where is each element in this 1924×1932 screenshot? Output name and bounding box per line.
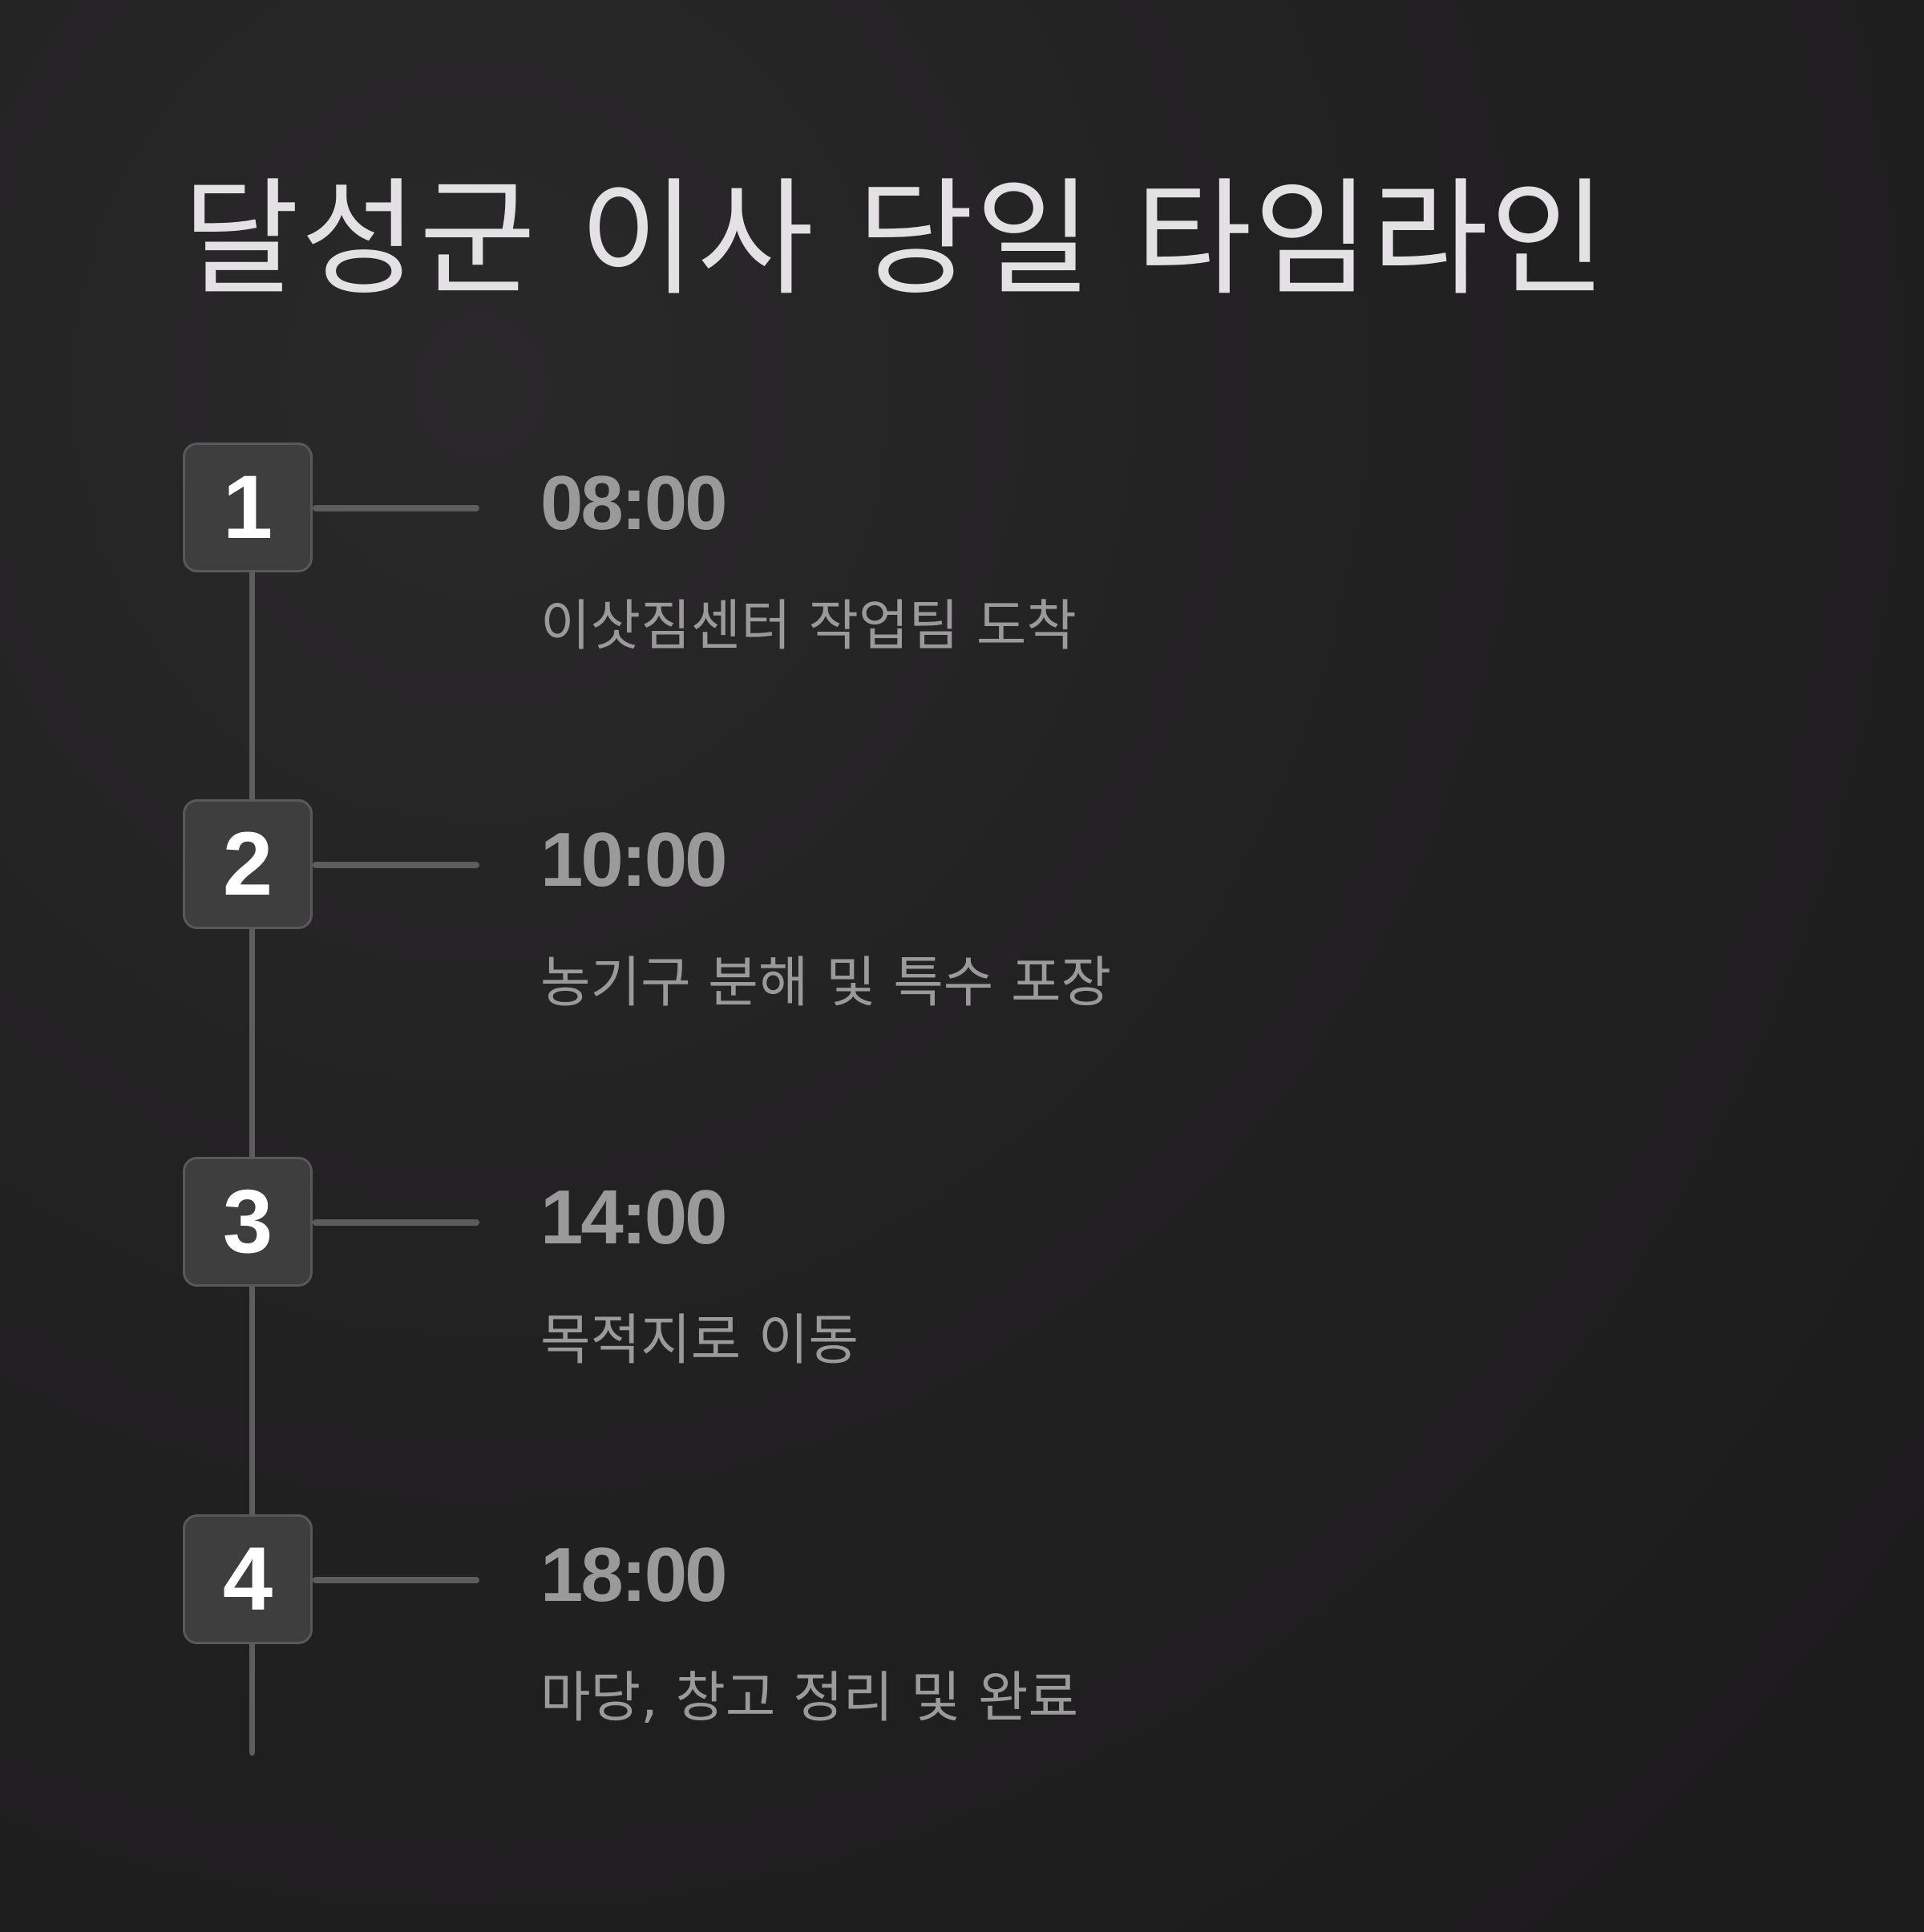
step-number-badge: 2 xyxy=(183,799,313,929)
step-connector-line xyxy=(313,1577,479,1583)
step-connector-line xyxy=(313,1219,479,1226)
step-number-badge: 1 xyxy=(183,443,313,572)
step-description: 마당, 창고 정리 및 완료 xyxy=(540,1667,1079,1730)
step-time: 08:00 xyxy=(540,460,728,546)
step-time: 14:00 xyxy=(540,1174,728,1260)
timeline-step-1: 1 08:00 이삿짐센터 작업팀 도착 xyxy=(0,443,1924,715)
step-description: 이삿짐센터 작업팀 도착 xyxy=(540,595,1077,658)
step-time: 18:00 xyxy=(540,1532,728,1618)
timeline-step-4: 4 18:00 마당, 창고 정리 및 완료 xyxy=(0,1514,1924,1787)
step-description: 농기구 분해 및 특수 포장 xyxy=(540,952,1112,1015)
step-description: 목적지로 이동 xyxy=(540,1309,859,1372)
timeline-step-2: 2 10:00 농기구 분해 및 특수 포장 xyxy=(0,799,1924,1072)
step-connector-line xyxy=(313,862,479,868)
page-title: 달성군 이사 당일 타임라인 xyxy=(183,166,1608,313)
step-connector-line xyxy=(313,505,479,511)
step-number-badge: 4 xyxy=(183,1514,313,1644)
step-time: 10:00 xyxy=(540,817,728,903)
step-number-badge: 3 xyxy=(183,1157,313,1287)
timeline-step-3: 3 14:00 목적지로 이동 xyxy=(0,1157,1924,1429)
